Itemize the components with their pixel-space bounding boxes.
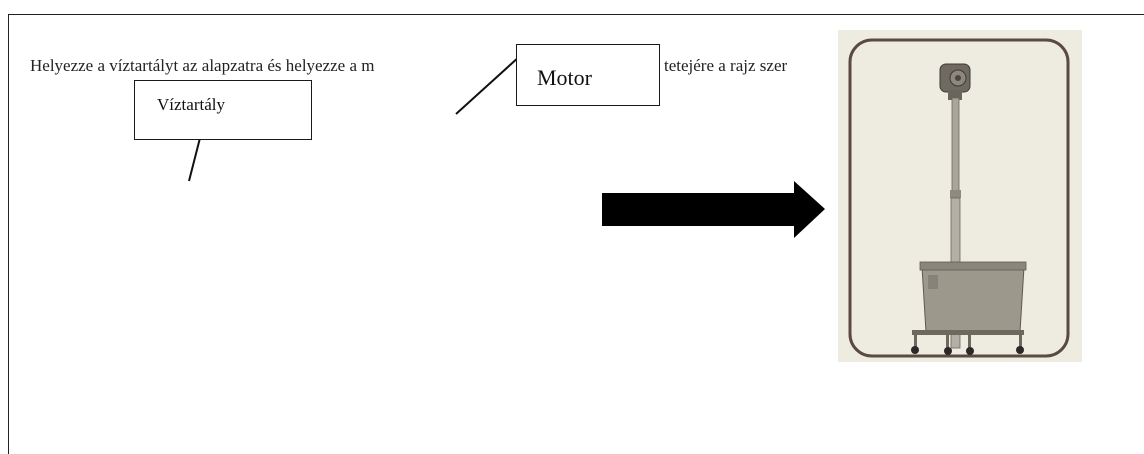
- assembly-illustration: [838, 30, 1082, 362]
- base-frame-icon: [911, 330, 1024, 355]
- document-frame: [8, 14, 1144, 454]
- instruction-text: Helyezze a víztartályt az alapzatra és h…: [30, 56, 787, 76]
- instruction-text-start: Helyezze a víztartályt az alapzatra és h…: [30, 56, 375, 75]
- motor-stand-tank-illustration: [848, 38, 1070, 358]
- illustration-frame: [848, 38, 1070, 358]
- instruction-text-end: tetejére a rajz szer: [664, 56, 788, 75]
- motor-icon: [939, 63, 971, 100]
- motor-callout-label: Motor: [516, 44, 660, 106]
- water-tank-icon: [919, 261, 1027, 333]
- water-tank-callout-label: Víztartály: [134, 80, 312, 140]
